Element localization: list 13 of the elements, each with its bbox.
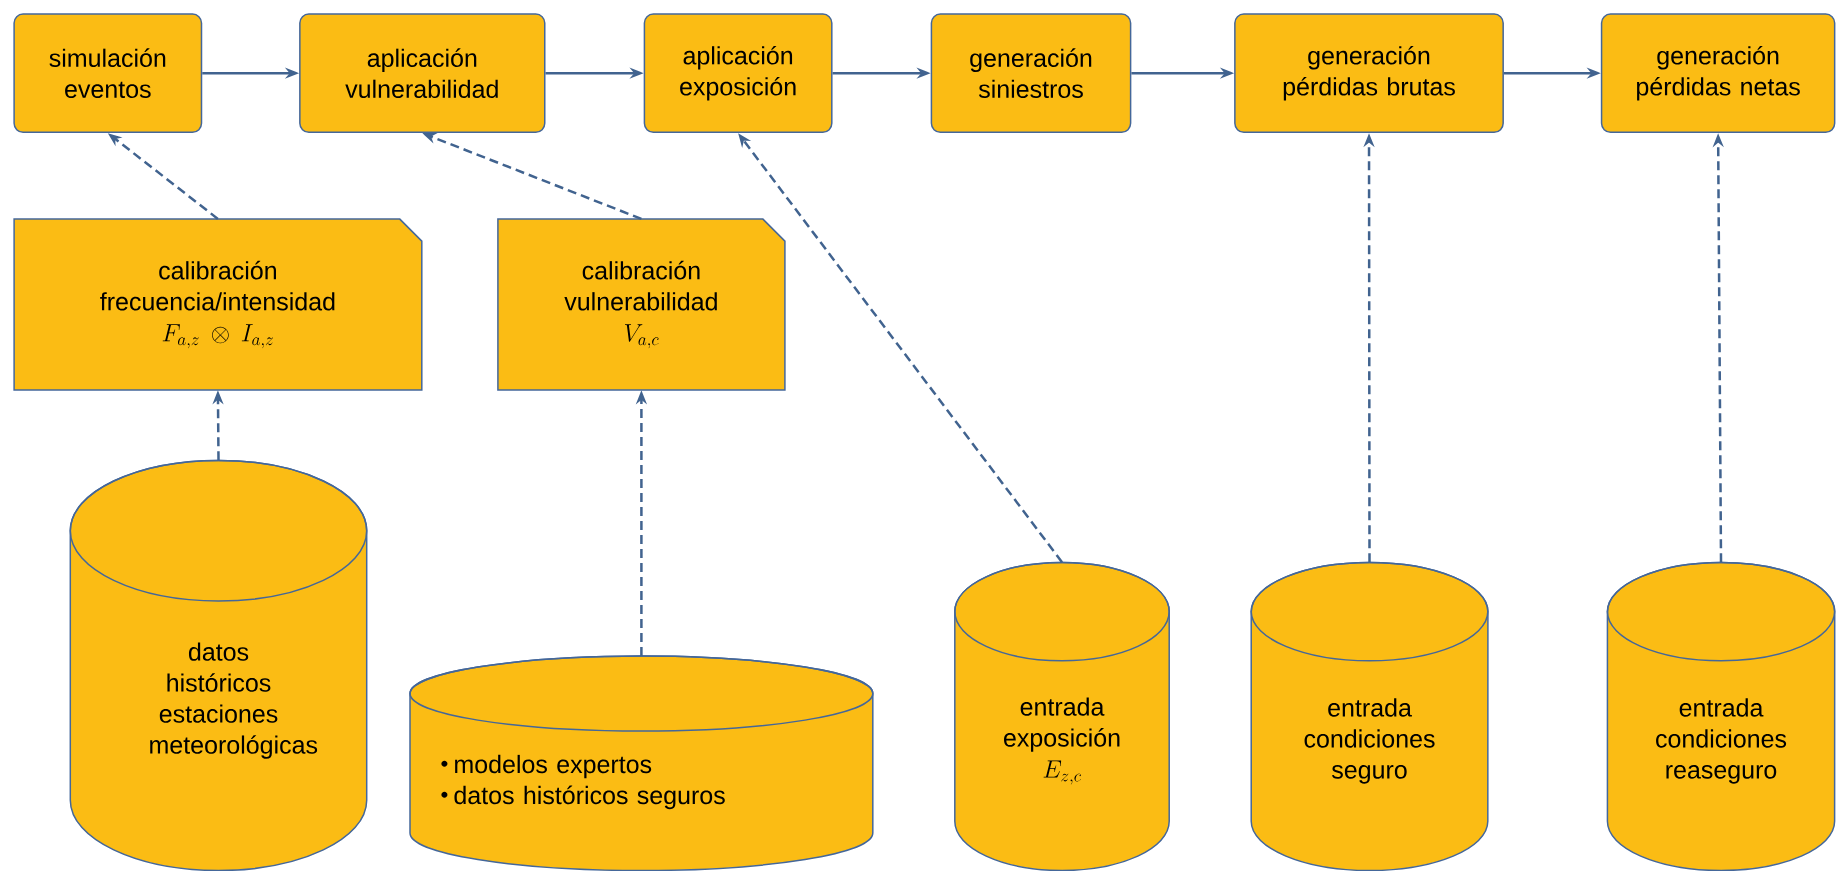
note-box: calibración frecuencia/intensidad $F_{a,z} \otimes I_{a,z}$ — [13, 218, 423, 391]
process-box: generación pérdidas brutas — [1234, 13, 1504, 134]
cylinder: entrada condiciones seguro — [1250, 561, 1489, 871]
process-box: simulación eventos — [13, 13, 203, 134]
cylinder: modelos expertos datos históricos seguros — [409, 655, 874, 871]
cylinder: entrada condiciones reaseguro — [1606, 561, 1836, 871]
cylinder: datos históricos estaciones meteorológicas — [69, 459, 368, 871]
note-box: calibración vulnerabilidad $V_{a,c}$ — [497, 218, 786, 391]
process-box: aplicación vulnerabilidad — [299, 13, 546, 134]
process-box: generación pérdidas netas — [1600, 13, 1836, 134]
cylinder: entrada exposición $E_{z,c}$ — [954, 561, 1170, 871]
process-box: aplicación exposición — [643, 13, 833, 134]
process-box: generación siniestros — [930, 13, 1132, 134]
